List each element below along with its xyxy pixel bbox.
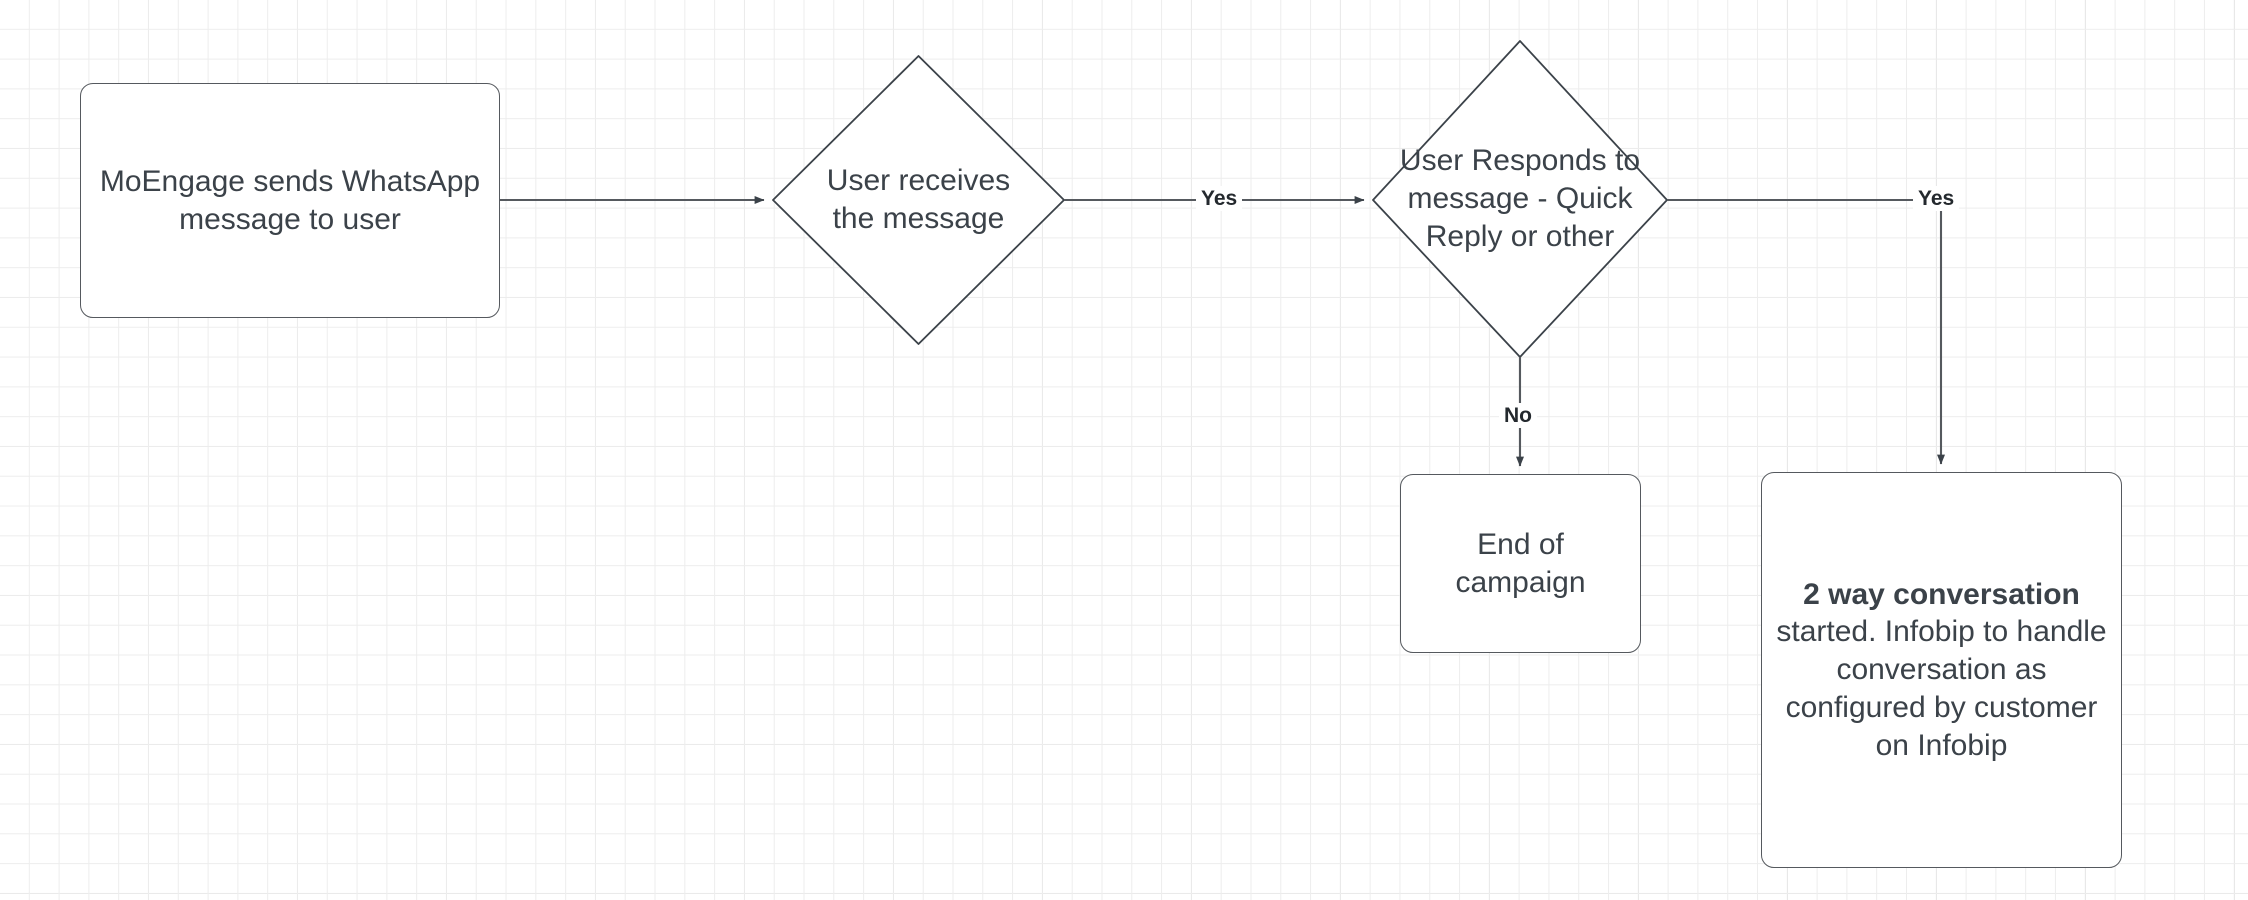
edge-label-yes-right: Yes — [1913, 186, 1960, 212]
node-label-user-receives: User receives the message — [826, 164, 1011, 235]
node-end-of-campaign[interactable]: End of campaign — [1400, 474, 1641, 653]
node-user-receives[interactable]: User receives the message — [772, 55, 1065, 345]
node-two-way-conversation[interactable]: 2 way conversation started. Infobip to h… — [1761, 472, 2122, 868]
edge-user-responds-to-two-way-conversation — [1667, 198, 1945, 465]
node-moengage-sends[interactable]: MoEngage sends WhatsApp message to user — [80, 83, 500, 318]
edge-label-yes-left: Yes — [1196, 186, 1243, 212]
node-label-end-of-campaign: End of campaign — [1455, 527, 1586, 599]
node-label-two-way-conversation-bold: 2 way conversation — [1803, 577, 2080, 611]
node-label-user-responds: User Responds to message - Quick Reply o… — [1399, 144, 1641, 253]
node-label-two-way-conversation-rest: started. Infobip to handle conversation … — [1776, 615, 2107, 762]
node-label-two-way-conversation: 2 way conversation started. Infobip to h… — [1762, 576, 2121, 765]
node-label-moengage-sends: MoEngage sends WhatsApp message to user — [99, 164, 481, 236]
edge-label-no-down: No — [1499, 403, 1537, 429]
node-user-responds[interactable]: User Responds to message - Quick Reply o… — [1372, 40, 1668, 358]
